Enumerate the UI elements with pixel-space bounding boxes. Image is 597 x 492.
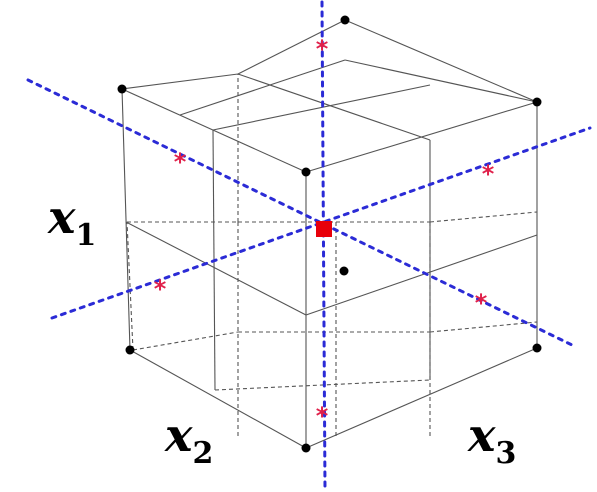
vertex-dot [339,266,349,276]
edge [121,73,239,90]
star-marker: * [154,275,167,303]
edge [344,59,538,103]
vertex-dot [125,345,135,355]
vertex-dot [340,15,350,25]
axis-label-x3: x3 [468,412,516,469]
edge [237,73,431,141]
edge [125,221,307,316]
axis-label-x1-sub: 1 [75,218,97,253]
vertex-dot [301,443,311,453]
star-marker: * [316,402,329,430]
vertex-dot [532,97,542,107]
edge [179,59,346,116]
vertex-dot [117,84,127,94]
star-marker: * [174,148,187,176]
visible-edges [121,19,538,449]
vertex-dot [532,343,542,353]
hidden-edges [126,74,538,438]
axis-vertical [320,0,327,492]
star-marker: * [316,35,329,63]
axis-x1 [26,78,574,347]
axis-label-x2-var: x [165,408,193,462]
edge [305,347,538,449]
star-markers: * * * * * * [154,35,495,430]
hidden-edge [126,221,134,351]
axis-label-x3-var: x [468,408,496,462]
edge [121,88,307,173]
edge [212,84,431,131]
axis-label-x1-var: x [48,190,76,244]
vertex-dot [301,167,311,177]
star-marker: * [482,160,495,188]
center-point [316,221,332,237]
edge [121,88,131,351]
axis-label-x3-sub: 3 [495,436,517,471]
vertex-dots [117,15,542,453]
axis-label-x2-sub: 2 [192,436,214,471]
edge [305,234,538,316]
edge [237,19,346,75]
hidden-edge [132,331,239,351]
axis-label-x2: x2 [165,412,213,469]
hidden-edge [429,211,538,223]
star-marker: * [475,289,488,317]
hidden-edge [429,321,538,333]
edge [129,349,307,449]
hidden-edge [214,379,431,391]
edge [344,19,538,103]
axis-label-x1: x1 [48,194,96,251]
